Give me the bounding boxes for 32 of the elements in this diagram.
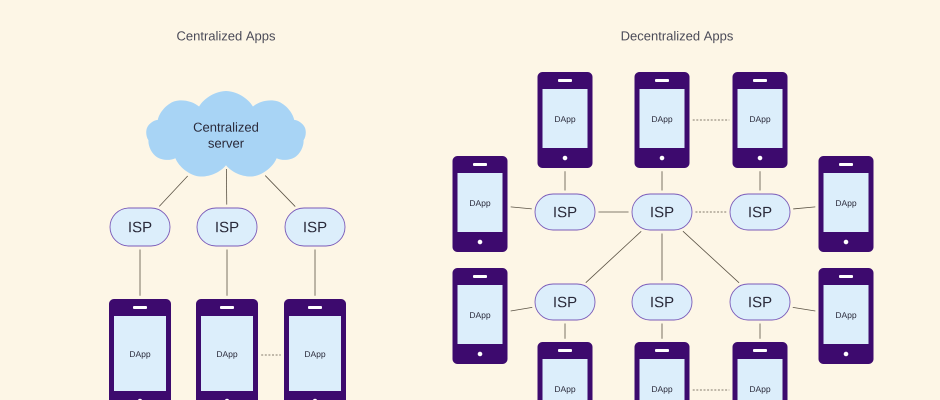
section-heading: Decentralized Apps [622,30,733,44]
connector-line [158,176,188,207]
phone-drawing: DApp [538,72,592,168]
phone-drawing: DApp [732,342,788,400]
phone-drawing: DApp [818,268,874,364]
connector-line [510,307,533,312]
dotted-connector [260,354,282,356]
phone-drawing: DApp [538,342,592,400]
connector-line [682,230,740,284]
phone-drawing: DApp [109,299,171,400]
phone-drawing: DApp [284,299,346,400]
phone-drawing: DApp [452,268,508,364]
isp-node: ISP [196,208,258,246]
phone-drawing: DApp [634,72,690,168]
isp-node: ISP [284,208,346,246]
phone-drawing: DApp [452,156,508,252]
phone-drawing: DApp [818,156,874,252]
isp-node: ISP [110,208,170,246]
connector-line [564,170,566,191]
connector-line [792,306,816,312]
connector-line [585,230,642,284]
connector-line [564,323,566,340]
connector-line [226,168,228,205]
phone-drawing: DApp [732,72,788,168]
connector-line [510,206,532,210]
phone-drawing: DApp [634,342,690,400]
connector-line [314,249,316,296]
connector-line [226,249,228,296]
connector-line [792,206,816,210]
connector-line [264,175,296,207]
phone-drawing: DApp [196,299,258,400]
section-heading: Centralized Apps [177,30,275,44]
